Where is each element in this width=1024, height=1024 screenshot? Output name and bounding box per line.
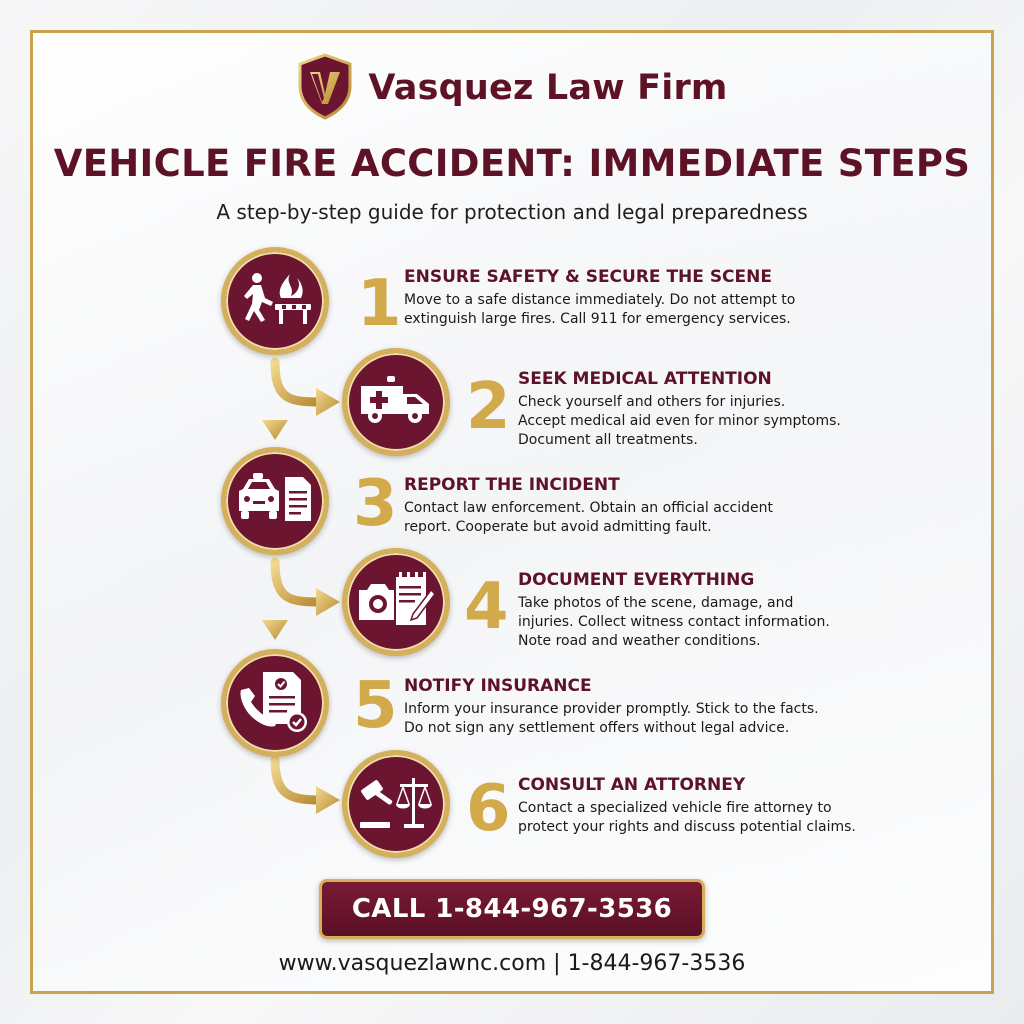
- ambulance-icon: [357, 370, 435, 434]
- step-2-text: SEEK MEDICAL ATTENTION Check yourself an…: [518, 369, 988, 450]
- camera-notepad-icon: [355, 568, 437, 636]
- step-3-text: REPORT THE INCIDENT Contact law enforcem…: [404, 475, 874, 537]
- call-button-label: CALL 1-844-967-3536: [351, 894, 673, 924]
- step-4-title: DOCUMENT EVERYTHING: [518, 570, 755, 590]
- police-car-report-icon: [235, 467, 315, 535]
- step-5-title: NOTIFY INSURANCE: [404, 676, 592, 696]
- step-2-icon-circle: [342, 348, 450, 456]
- step-5-number: 5: [353, 669, 398, 743]
- footer-separator: |: [553, 951, 561, 976]
- step-5-description: Inform your insurance provider promptly.…: [404, 701, 819, 736]
- footer-phone-link[interactable]: 1-844-967-3536: [567, 951, 746, 976]
- step-6-icon-circle: [342, 750, 450, 858]
- step-3-icon-circle: [221, 447, 329, 555]
- step-6-title: CONSULT AN ATTORNEY: [518, 775, 746, 795]
- step-2-description: Check yourself and others for injuries. …: [518, 394, 841, 448]
- step-5-text: NOTIFY INSURANCE Inform your insurance p…: [404, 676, 874, 738]
- step-3-number: 3: [353, 467, 398, 541]
- gold-border-frame: [30, 30, 994, 994]
- footer-contact: www.vasquezlawnc.com | 1-844-967-3536: [0, 951, 1024, 976]
- step-1-title: ENSURE SAFETY & SECURE THE SCENE: [404, 267, 772, 287]
- step-6-number: 6: [466, 772, 511, 846]
- step-2-title: SEEK MEDICAL ATTENTION: [518, 369, 772, 389]
- shield-v-logo-icon: [296, 52, 354, 124]
- brand-name: Vasquez Law Firm: [368, 68, 728, 108]
- phone-document-icon: [235, 666, 315, 740]
- website-link[interactable]: www.vasquezlawnc.com: [278, 951, 547, 976]
- step-4-description: Take photos of the scene, damage, and in…: [518, 595, 830, 649]
- step-4-icon-circle: [342, 548, 450, 656]
- step-1-text: ENSURE SAFETY & SECURE THE SCENE Move to…: [404, 267, 874, 329]
- step-6-text: CONSULT AN ATTORNEY Contact a specialize…: [518, 775, 988, 837]
- gavel-scales-icon: [356, 770, 436, 838]
- step-1-number: 1: [357, 267, 402, 341]
- step-5-icon-circle: [221, 649, 329, 757]
- step-4-text: DOCUMENT EVERYTHING Take photos of the s…: [518, 570, 988, 651]
- step-3-description: Contact law enforcement. Obtain an offic…: [404, 500, 773, 535]
- brand-header: Vasquez Law Firm: [0, 52, 1024, 124]
- step-1-description: Move to a safe distance immediately. Do …: [404, 292, 796, 327]
- step-2-number: 2: [466, 370, 511, 444]
- step-6-description: Contact a specialized vehicle fire attor…: [518, 800, 856, 835]
- page-title: VEHICLE FIRE ACCIDENT: IMMEDIATE STEPS: [53, 142, 971, 185]
- step-1-icon-circle: [221, 247, 329, 355]
- step-4-number: 4: [464, 570, 509, 644]
- call-button[interactable]: CALL 1-844-967-3536: [319, 879, 705, 939]
- page-subtitle: A step-by-step guide for protection and …: [216, 200, 808, 224]
- person-fleeing-fire-icon: [235, 264, 315, 338]
- step-3-title: REPORT THE INCIDENT: [404, 475, 620, 495]
